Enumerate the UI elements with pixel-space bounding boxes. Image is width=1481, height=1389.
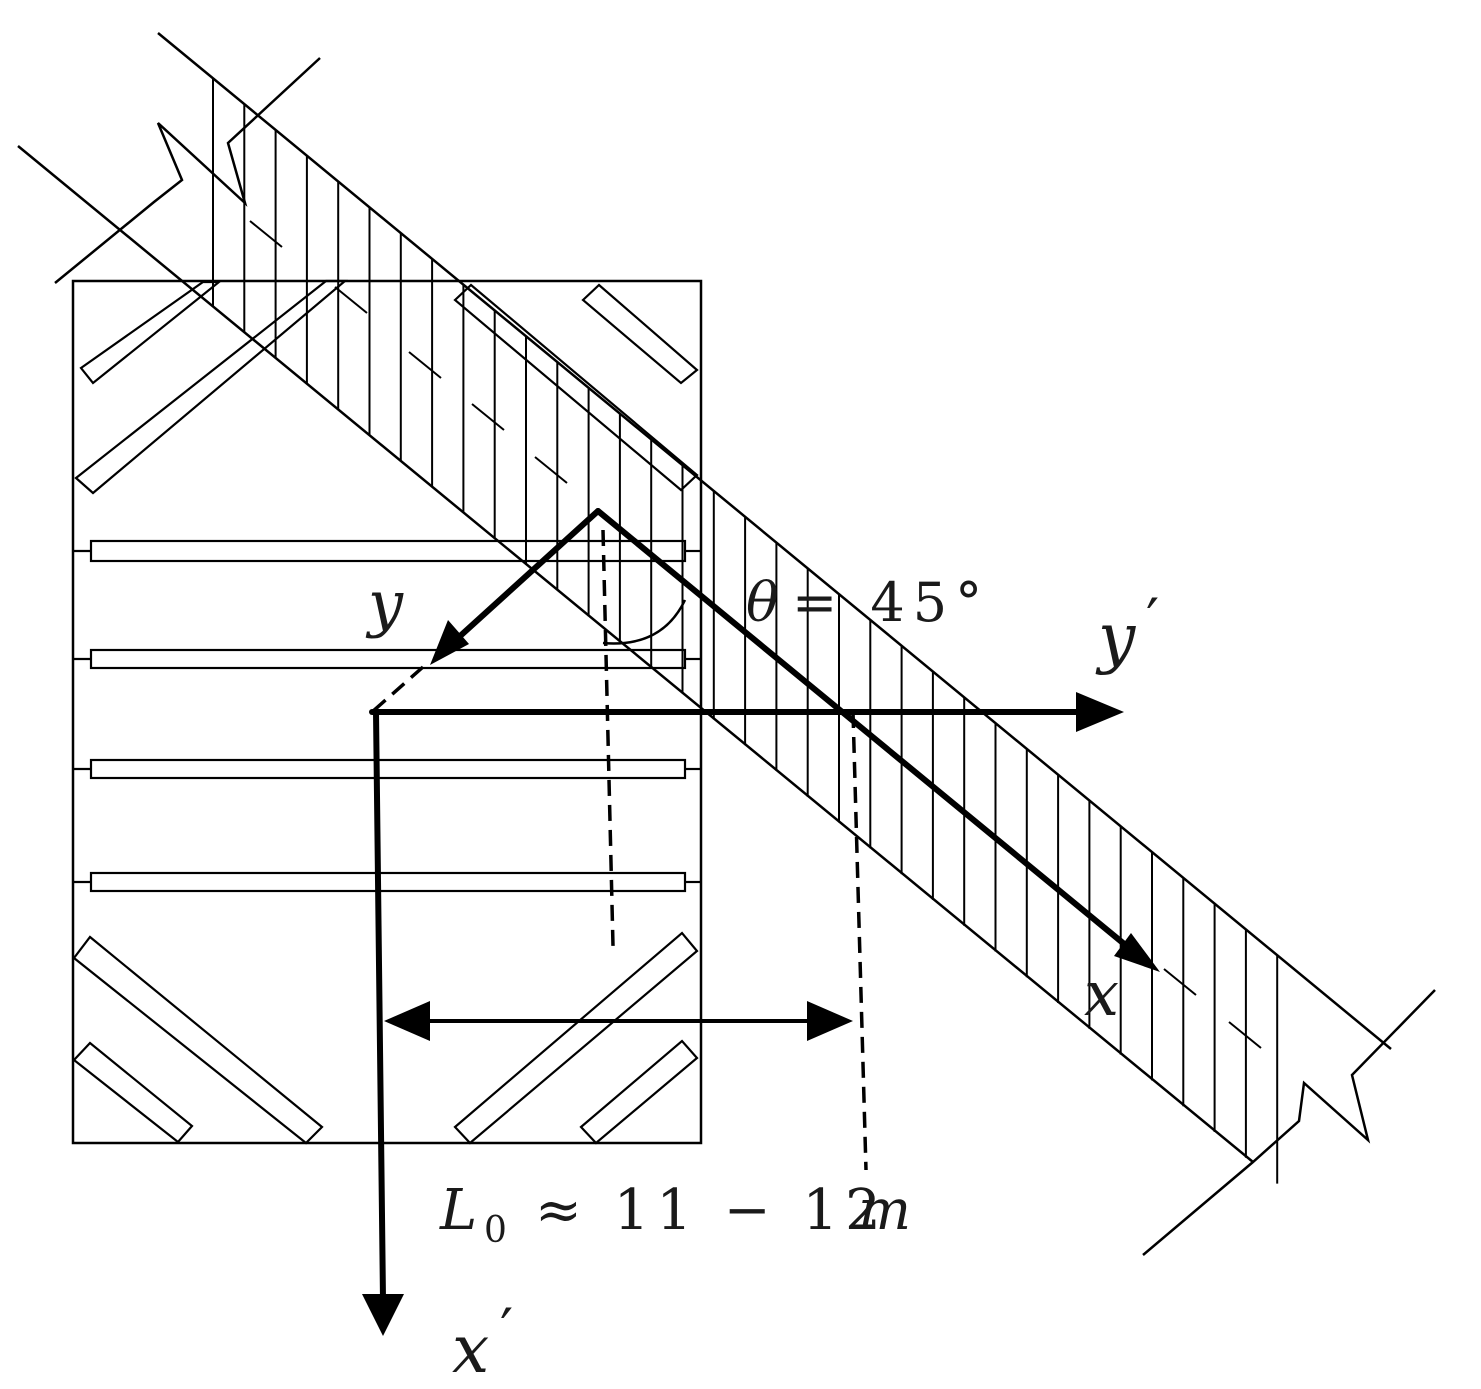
diagonal-bars (72, 279, 699, 1145)
beam-tick (334, 286, 368, 314)
beam-bottom-edge (17, 145, 1254, 1163)
l0-unit: m (858, 1178, 911, 1243)
beam-tick (471, 403, 505, 431)
skew-beam (17, 32, 1436, 1256)
dimension-arrow-left (384, 1001, 430, 1041)
dashed-vertical-1 (601, 529, 615, 947)
diag-bar-br-2 (579, 1039, 699, 1145)
dashed-guides (370, 529, 868, 1171)
y-axis (445, 508, 601, 650)
pier-cap (71, 279, 703, 1145)
dashed-vertical-2 (851, 711, 868, 1171)
theta-value: = 45° (792, 571, 990, 634)
diag-bar-br-1 (453, 931, 699, 1145)
beam-tick (408, 351, 442, 379)
horizontal-bars (73, 539, 701, 893)
x-axis (595, 508, 1143, 960)
beam-tick (1228, 1021, 1262, 1049)
bar-4 (89, 871, 687, 893)
beam-tick (249, 220, 283, 248)
break-line-top (54, 57, 321, 284)
l0-subscript: 0 (484, 1210, 507, 1251)
x-prime-axis (373, 709, 386, 1303)
labels: y θ = 45° y ′ x L 0 ≈ 11 − 12 m x ′ (365, 567, 1159, 1388)
diag-bar-tl-2 (74, 279, 349, 495)
bar-3 (89, 758, 687, 780)
diag-bar-tr-2 (453, 283, 699, 492)
dashed-y-extension (370, 665, 425, 714)
axes (362, 508, 1160, 1336)
y-prime-label: y (1095, 599, 1136, 676)
dimension-arrow-right (807, 1001, 853, 1041)
diag-bar-bl-1 (72, 935, 324, 1145)
bar-1 (89, 539, 687, 563)
diag-bar-bl-2 (72, 1041, 194, 1144)
bar-2 (89, 648, 687, 670)
diag-bar-tr-1 (581, 283, 699, 385)
theta-symbol: θ (746, 571, 779, 634)
x-prime-label: x (452, 1311, 489, 1388)
beam-tick (534, 456, 568, 484)
x-prime-axis-arrowhead (362, 1294, 404, 1336)
break-line-bottom (1142, 989, 1436, 1256)
beam-crossticks (249, 220, 1262, 1049)
l0-value: ≈ 11 − 12 (535, 1178, 888, 1243)
diag-bar-tl-1 (79, 280, 223, 385)
x-axis-label: x (1084, 957, 1119, 1030)
beam-tick (1163, 968, 1197, 996)
y-prime-mark: ′ (1146, 586, 1159, 654)
l0-symbol: L (439, 1178, 477, 1243)
y-axis-label: y (365, 567, 404, 640)
beam-top-edge (157, 32, 1392, 1050)
x-prime-mark: ′ (500, 1296, 513, 1364)
y-prime-axis-arrowhead (1076, 692, 1124, 732)
x-axis-arrowhead (1114, 933, 1160, 972)
angle-arc (602, 599, 687, 645)
y-axis-arrowhead (430, 620, 469, 665)
